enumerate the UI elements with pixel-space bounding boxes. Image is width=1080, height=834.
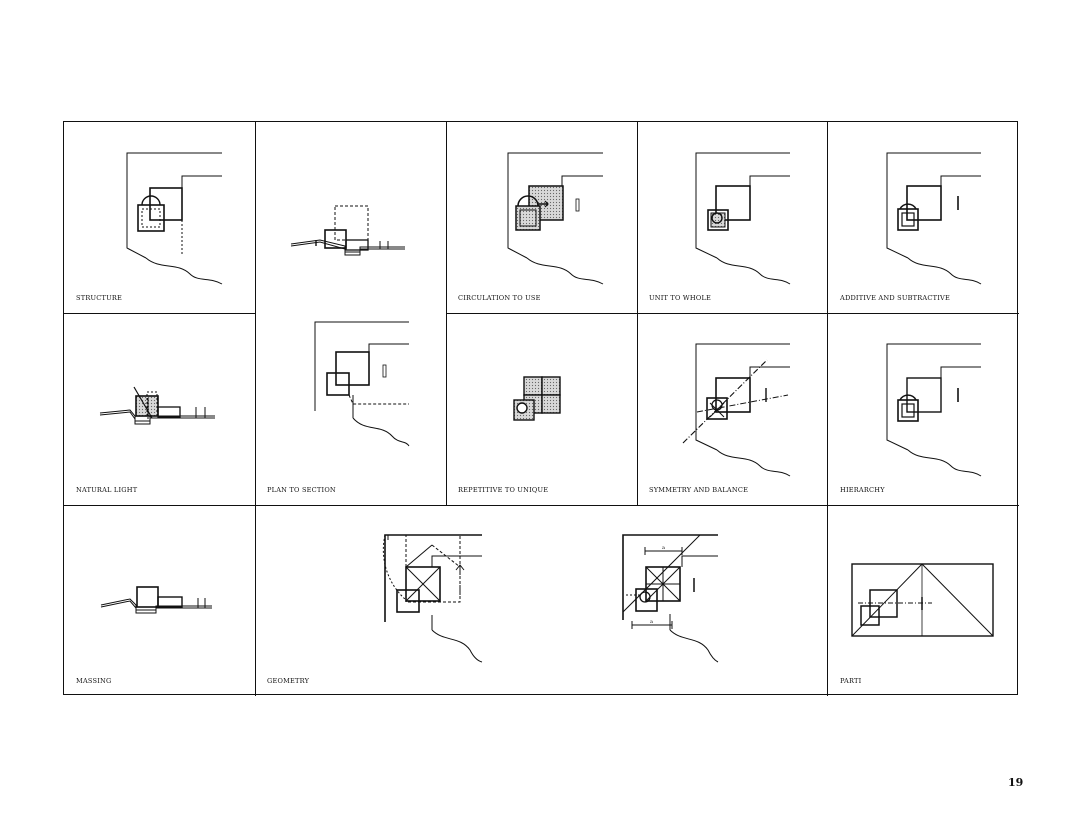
cell-label-massing: MASSING — [76, 677, 112, 685]
divider — [827, 122, 828, 696]
divider — [64, 505, 1019, 506]
cell-label-natural-light: NATURAL LIGHT — [76, 486, 138, 494]
divider — [446, 313, 1019, 314]
symmetry-plan — [682, 343, 791, 477]
cell-label-hierarchy: HIERARCHY — [840, 486, 885, 494]
geometry-mark-a-bottom: a — [650, 619, 653, 625]
diagram-grid: STRUCTURE CIRCULATION TO USE UNIT TO WHO… — [63, 121, 1019, 696]
geometry-mark-a-top: a — [662, 545, 665, 551]
cell-label-structure: STRUCTURE — [76, 294, 123, 302]
cell-label-geometry: GEOMETRY — [267, 677, 310, 685]
cell-label-circulation: CIRCULATION TO USE — [458, 294, 541, 302]
repetitive-plan — [513, 376, 561, 421]
divider — [64, 313, 255, 314]
unit-plan — [695, 152, 791, 285]
cell-label-unit: UNIT TO WHOLE — [649, 294, 712, 302]
cell-label-repetitive: REPETITIVE TO UNIQUE — [458, 486, 549, 494]
parti-diagram — [851, 563, 994, 637]
geometry-plan-left — [382, 534, 483, 663]
hierarchy-plan — [886, 343, 982, 477]
plan-section-section — [290, 205, 405, 256]
additive-plan — [886, 152, 982, 285]
structure-plan — [126, 152, 223, 285]
plan-section-plan — [314, 321, 410, 447]
natural-light-section — [99, 386, 215, 425]
divider — [255, 122, 256, 696]
cell-label-symmetry: SYMMETRY AND BALANCE — [649, 486, 749, 494]
geometry-plan-right — [622, 534, 719, 663]
cell-label-parti: PARTI — [840, 677, 862, 685]
cell-label-plan-section: PLAN TO SECTION — [267, 486, 336, 494]
page-number: 19 — [1008, 776, 1024, 789]
massing-section — [100, 586, 212, 614]
circulation-plan — [507, 152, 604, 285]
cell-label-additive: ADDITIVE AND SUBTRACTIVE — [840, 294, 950, 302]
